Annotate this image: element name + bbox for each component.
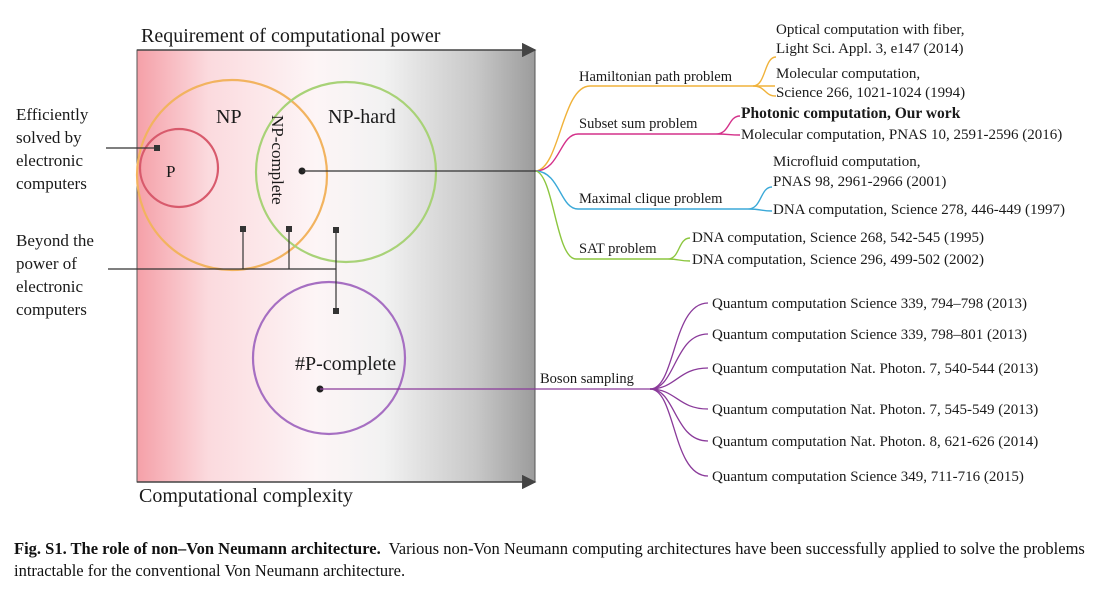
hamiltonian-subbranch [752, 56, 777, 97]
sat-branch-line [535, 170, 668, 260]
beyond-bracket [108, 229, 337, 311]
ref-hamiltonian-2-line2: Science 266, 1021-1024 (1994) [776, 85, 965, 101]
axis-bottom-label: Computational complexity [139, 485, 353, 507]
label-np-complete: NP-complete [268, 115, 287, 205]
ref-hamiltonian-1-line1: Optical computation with fiber, [776, 22, 965, 38]
svg-text:computers: computers [16, 174, 87, 193]
ref-boson-4: Quantum computation Nat. Photon. 7, 545-… [712, 402, 1038, 418]
svg-text:Efficiently: Efficiently [16, 105, 89, 124]
complexity-figure: Requirement of computational power Compu… [16, 22, 1065, 507]
ref-clique-1-line2: PNAS 98, 2961-2966 (2001) [773, 174, 946, 190]
axis-top-label: Requirement of computational power [141, 25, 441, 47]
np-hard-marker [333, 227, 339, 233]
svg-text:solved by: solved by [16, 128, 82, 147]
subset-subbranch [715, 115, 741, 136]
svg-text:computers: computers [16, 300, 87, 319]
problem-subset-sum: Subset sum problem [579, 116, 698, 132]
svg-text:electronic: electronic [16, 277, 83, 296]
subset-branch-line [535, 133, 716, 172]
problem-maximal-clique: Maximal clique problem [579, 191, 723, 207]
svg-text:electronic: electronic [16, 151, 83, 170]
problem-hamiltonian: Hamiltonian path problem [579, 69, 733, 85]
clique-subbranch [747, 186, 773, 212]
label-sharp-p-complete: #P-complete [295, 353, 396, 375]
ref-clique-1-line1: Microfluid computation, [773, 154, 920, 170]
ref-hamiltonian-2-line1: Molecular computation, [776, 66, 920, 82]
boson-branches [649, 302, 709, 477]
ref-subset-2: Molecular computation, PNAS 10, 2591-259… [741, 127, 1062, 143]
np-marker [240, 226, 246, 232]
label-np: NP [216, 106, 242, 128]
ref-hamiltonian-1-line2: Light Sci. Appl. 3, e147 (2014) [776, 41, 964, 57]
ref-clique-2: DNA computation, Science 278, 446-449 (1… [773, 202, 1065, 218]
problem-sat: SAT problem [579, 241, 657, 257]
sharp-p-marker [333, 308, 339, 314]
label-efficiently-solved: Efficiently solved by electronic compute… [16, 105, 89, 193]
svg-text:Beyond the: Beyond the [16, 231, 94, 250]
ref-subset-1: Photonic computation, Our work [741, 105, 961, 122]
label-p: P [166, 162, 175, 181]
caption-body: Various non-Von Neumann computing archit… [14, 539, 1085, 580]
label-np-hard: NP-hard [328, 106, 396, 128]
figure-caption: Fig. S1. The role of non–Von Neumann arc… [14, 538, 1106, 582]
p-circle [138, 127, 220, 209]
ref-boson-2: Quantum computation Science 339, 798–801… [712, 327, 1027, 343]
ref-sat-2: DNA computation, Science 296, 499-502 (2… [692, 252, 984, 268]
ref-boson-1: Quantum computation Science 339, 794–798… [712, 296, 1027, 312]
ref-sat-1: DNA computation, Science 268, 542-545 (1… [692, 230, 984, 246]
hamiltonian-branch-line [535, 85, 775, 172]
caption-title: Fig. S1. The role of non–Von Neumann arc… [14, 539, 381, 558]
ref-boson-5: Quantum computation Nat. Photon. 8, 621-… [712, 434, 1038, 450]
svg-text:power of: power of [16, 254, 77, 273]
np-complete-marker [286, 226, 292, 232]
sat-subbranch [667, 237, 691, 262]
label-beyond-power: Beyond the power of electronic computers [16, 231, 94, 319]
sharp-p-complete-circle [251, 280, 407, 436]
np-circle [135, 78, 329, 272]
p-marker [154, 145, 160, 151]
np-hard-circle [254, 80, 438, 264]
ref-boson-3: Quantum computation Nat. Photon. 7, 540-… [712, 361, 1038, 377]
ref-boson-6: Quantum computation Science 349, 711-716… [712, 469, 1024, 485]
clique-branch-line [535, 170, 748, 210]
problem-boson-sampling: Boson sampling [540, 371, 634, 387]
